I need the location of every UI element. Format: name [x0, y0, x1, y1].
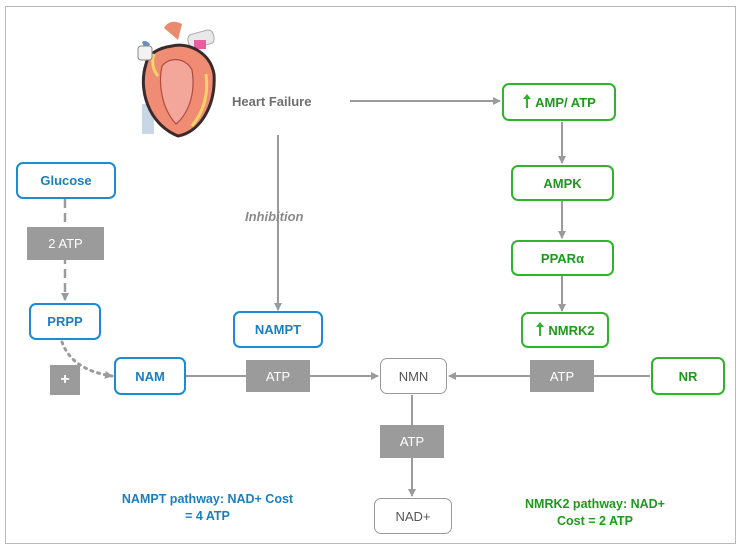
nr-node: NR: [651, 357, 725, 395]
nmrk2-node: NMRK2: [521, 312, 609, 348]
arrow-prpp-to-nam: [60, 340, 114, 379]
up-arrow-icon: [522, 93, 532, 112]
inhibition-label: Inhibition: [245, 209, 304, 224]
plus-icon: +: [50, 365, 80, 395]
nr-atp-cost: ATP: [530, 360, 594, 392]
nmrk2-label: NMRK2: [548, 322, 595, 338]
amp-atp-node: AMP/ ATP: [502, 83, 616, 121]
nampt-node: NAMPT: [233, 311, 323, 348]
nam-atp-cost: ATP: [246, 360, 310, 392]
nmrk2-pathway-summary: NMRK2 pathway: NAD+ Cost = 2 ATP: [525, 497, 665, 528]
amp-atp-label: AMP/ ATP: [535, 94, 596, 110]
glucose-atp-cost: 2 ATP: [27, 227, 104, 260]
prpp-node: PRPP: [29, 303, 101, 340]
nam-node: NAM: [114, 357, 186, 395]
glucose-node: Glucose: [16, 162, 116, 199]
ampk-node: AMPK: [511, 165, 614, 201]
nad-node: NAD+: [374, 498, 452, 534]
nmn-atp-cost: ATP: [380, 425, 444, 458]
heart-illustration-icon: [137, 21, 216, 138]
up-arrow-icon: [535, 321, 545, 340]
ppara-node: PPARα: [511, 240, 614, 276]
nmn-node: NMN: [380, 358, 447, 394]
nampt-pathway-summary: NAMPT pathway: NAD+ Cost = 4 ATP: [121, 492, 294, 523]
diagram-frame: [5, 6, 736, 544]
heart-failure-label: Heart Failure: [232, 94, 312, 109]
